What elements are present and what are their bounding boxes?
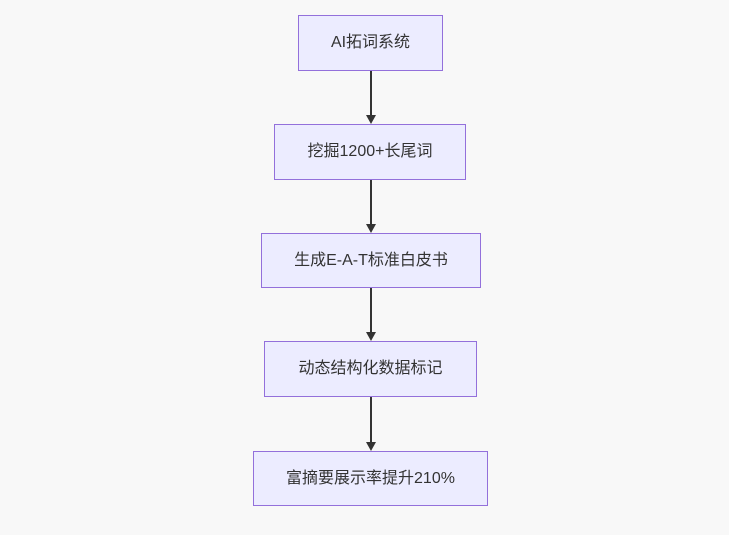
- edge-line: [369, 180, 372, 224]
- flow-node-label: 富摘要展示率提升210%: [286, 469, 455, 487]
- flow-edge-1: [364, 71, 377, 124]
- edge-line: [369, 288, 372, 332]
- flow-node-ai-keyword-system: AI拓词系统: [298, 15, 443, 71]
- flow-node-label: 生成E-A-T标准白皮书: [294, 251, 448, 269]
- arrowhead-down-icon: [365, 224, 376, 233]
- flow-node-label: 动态结构化数据标记: [298, 360, 443, 378]
- flow-node-structured-data-markup: 动态结构化数据标记: [264, 341, 477, 397]
- arrowhead-down-icon: [365, 442, 376, 451]
- flow-node-label: AI拓词系统: [330, 34, 411, 52]
- flow-node-rich-snippet-rate: 富摘要展示率提升210%: [253, 451, 488, 506]
- arrowhead-down-icon: [365, 332, 376, 341]
- flow-node-eat-whitepaper: 生成E-A-T标准白皮书: [261, 233, 481, 288]
- edge-line: [369, 397, 372, 442]
- arrowhead-down-icon: [365, 115, 376, 124]
- flow-edge-4: [364, 397, 377, 451]
- flow-node-label: 挖掘1200+长尾词: [307, 143, 433, 161]
- edge-line: [369, 71, 372, 115]
- flow-node-longtail-keywords: 挖掘1200+长尾词: [274, 124, 466, 180]
- flow-edge-2: [364, 180, 377, 233]
- flow-edge-3: [364, 288, 377, 341]
